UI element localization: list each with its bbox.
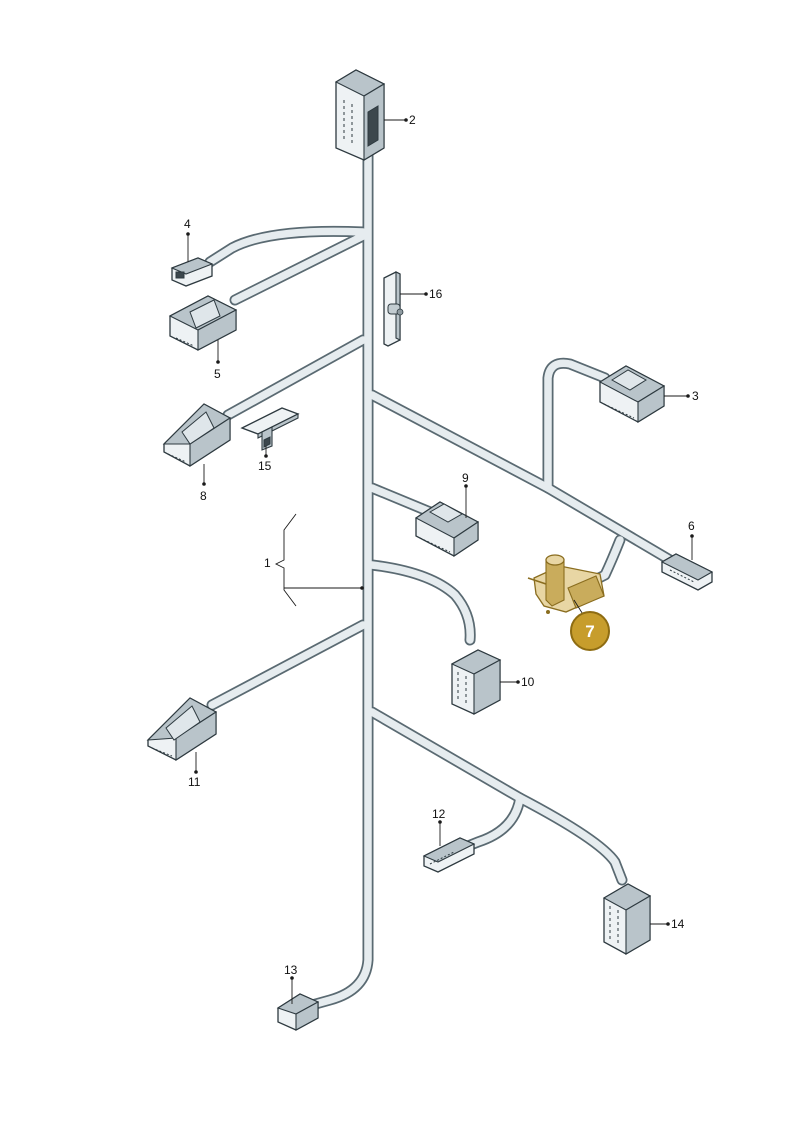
callout-16: 16 xyxy=(429,287,443,301)
callout-4: 4 xyxy=(184,217,191,231)
connector-2[interactable] xyxy=(334,69,386,161)
callout-labels: 2 4 5 8 15 16 3 9 6 1 10 11 12 14 13 xyxy=(184,113,699,977)
callout-13: 13 xyxy=(284,963,298,977)
leader-lines xyxy=(186,118,694,1004)
connector-5[interactable] xyxy=(168,295,238,351)
clip-16[interactable] xyxy=(383,271,404,347)
connector-10[interactable] xyxy=(450,649,502,715)
callout-15: 15 xyxy=(258,459,272,473)
connector-4[interactable] xyxy=(170,257,214,287)
callout-6: 6 xyxy=(688,519,695,533)
callout-9: 9 xyxy=(462,471,469,485)
connector-14[interactable] xyxy=(602,883,652,955)
badge-7-label: 7 xyxy=(585,622,594,641)
connector-8[interactable] xyxy=(162,403,232,468)
callout-14: 14 xyxy=(671,917,685,931)
highlighted-part-7[interactable] xyxy=(527,554,605,614)
connector-3[interactable] xyxy=(598,365,666,423)
connector-11[interactable] xyxy=(146,697,218,762)
callout-8: 8 xyxy=(200,489,207,503)
callout-12: 12 xyxy=(432,807,446,821)
bracket-15[interactable] xyxy=(240,407,300,451)
connector-13[interactable] xyxy=(276,993,320,1031)
connector-9[interactable] xyxy=(414,501,480,558)
harness-cables xyxy=(204,144,676,1011)
connector-12[interactable] xyxy=(422,837,476,873)
badge-7[interactable]: 7 xyxy=(570,611,610,651)
connector-6[interactable] xyxy=(660,553,714,591)
callout-5: 5 xyxy=(214,367,221,381)
callout-10: 10 xyxy=(521,675,535,689)
callout-11: 11 xyxy=(188,775,201,789)
callout-2: 2 xyxy=(409,113,416,127)
callout-1: 1 xyxy=(264,556,271,570)
callout-3: 3 xyxy=(692,389,699,403)
